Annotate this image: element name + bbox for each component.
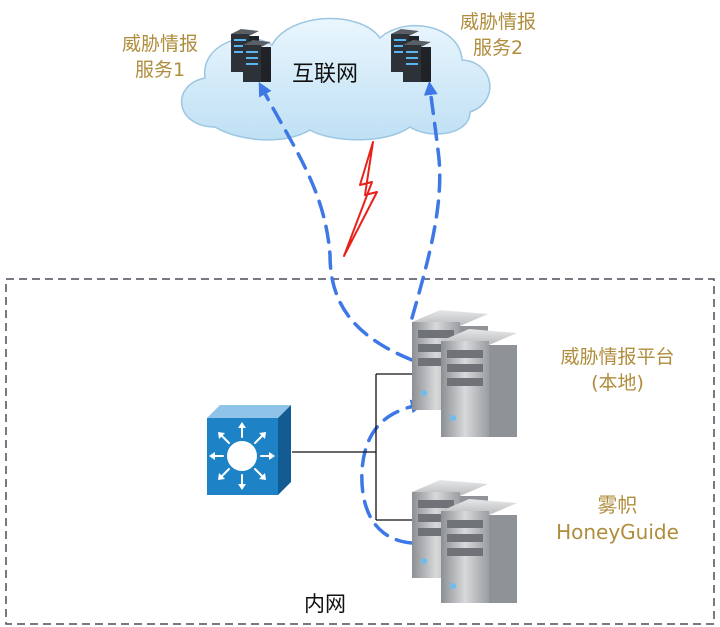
service1-label: 威胁情报 服务1 [95,32,225,83]
lightning-icon [343,141,378,257]
platform-label-line2: (本地) [591,371,644,394]
arrow-honeyguide-to-platform [360,399,425,545]
internet-label: 互联网 [291,62,358,87]
arrow-platform-to-service1 [258,81,414,362]
service2-label: 威胁情报 服务2 [433,10,563,61]
service2-label-line2: 服务2 [472,36,524,59]
honeyguide-label-line2: HoneyGuide [556,520,679,544]
cloud-server-2-icon [391,29,431,82]
platform-server-icon [412,310,517,437]
arrow-platform-to-service2 [410,81,442,320]
intranet-label: 内网 [304,592,346,616]
platform-label: 威胁情报平台 (本地) [530,345,705,396]
cloud-server-1-icon [231,29,271,82]
honeyguide-label-line1: 雾帜 [597,493,638,517]
platform-label-line1: 威胁情报平台 [560,346,675,368]
service2-label-line1: 威胁情报 [459,11,536,33]
honeyguide-server-icon [412,480,517,603]
service1-label-line2: 服务1 [134,58,186,81]
honeyguide-label: 雾帜 HoneyGuide [540,492,695,546]
switch-icon [207,405,291,495]
service1-label-line1: 威胁情报 [121,33,198,55]
network-links [292,373,412,521]
intranet-boundary [5,278,715,625]
